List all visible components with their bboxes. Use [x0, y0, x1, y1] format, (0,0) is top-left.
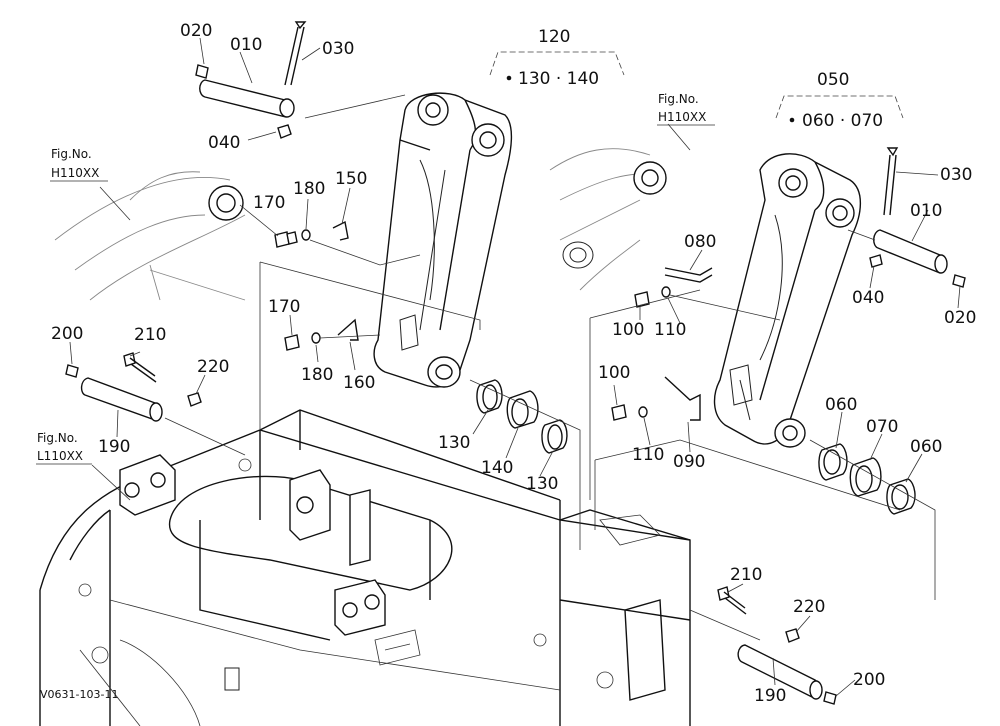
main-frame — [39, 409, 691, 726]
pin-assembly-left-top — [195, 21, 406, 139]
boom-arm-right-reference — [549, 148, 667, 291]
label-010-left: 010 — [230, 35, 262, 55]
part-number-labels: 020 010 030 040 120 130 · 140 170 180 15… — [51, 21, 976, 706]
label-100-top: 100 — [612, 320, 644, 340]
boom-arm-left-reference — [54, 171, 246, 301]
fig-ref-left-mid-line2: L110XX — [37, 449, 83, 463]
label-190-left: 190 — [98, 437, 130, 457]
label-110-bottom: 110 — [632, 445, 664, 465]
pin-assembly-left-bottom — [65, 352, 246, 456]
label-180-top: 180 — [293, 179, 325, 199]
bushings-right — [809, 439, 936, 600]
label-130-lower: 130 — [526, 474, 558, 494]
label-200-left: 200 — [51, 324, 83, 344]
bushings-left — [469, 379, 581, 550]
label-210-left: 210 — [134, 325, 166, 345]
label-060-lower: 060 — [910, 437, 942, 457]
label-080: 080 — [684, 232, 716, 252]
bullet-120 — [506, 75, 512, 81]
label-050: 050 — [817, 70, 849, 90]
fig-ref-left-mid-line1: Fig.No. — [37, 431, 78, 445]
label-050-components: 060 · 070 — [802, 111, 883, 131]
label-100-bottom: 100 — [598, 363, 630, 383]
label-110-top: 110 — [654, 320, 686, 340]
fig-ref-left-top-line2: H110XX — [51, 166, 99, 180]
label-090: 090 — [673, 452, 705, 472]
figure-code: V0631-103-11 — [40, 688, 118, 701]
bolt-washer-set-left-top — [274, 220, 421, 266]
label-220-right: 220 — [793, 597, 825, 617]
label-030-right: 030 — [940, 165, 972, 185]
label-120-components: 130 · 140 — [518, 69, 599, 89]
figure-references: Fig.No. H110XX Fig.No. H110XX Fig.No. L1… — [36, 92, 715, 465]
label-120: 120 — [538, 27, 570, 47]
label-140: 140 — [481, 458, 513, 478]
pin-assembly-right-top — [847, 147, 966, 288]
label-040-right: 040 — [852, 288, 884, 308]
label-220-left: 220 — [197, 357, 229, 377]
label-030-left: 030 — [322, 39, 354, 59]
label-170-top: 170 — [253, 193, 285, 213]
lift-link-left — [373, 92, 513, 388]
fig-ref-right-top-line1: Fig.No. — [658, 92, 699, 106]
label-020-right: 020 — [944, 308, 976, 328]
label-190-right: 190 — [754, 686, 786, 706]
fig-ref-right-top-line2: H110XX — [658, 110, 706, 124]
label-150: 150 — [335, 169, 367, 189]
lift-link-right — [713, 153, 861, 448]
bullet-050 — [789, 117, 795, 123]
label-060-upper: 060 — [825, 395, 857, 415]
pin-assembly-right-bottom — [689, 586, 837, 705]
label-160: 160 — [343, 373, 375, 393]
label-070: 070 — [866, 417, 898, 437]
bolt-washer-set-right — [611, 267, 781, 421]
bolt-washer-set-left-bottom — [284, 318, 381, 351]
leader-lines — [69, 37, 961, 697]
label-020-left: 020 — [180, 21, 212, 41]
label-010-right: 010 — [910, 201, 942, 221]
label-200-right: 200 — [853, 670, 885, 690]
fig-ref-left-top-line1: Fig.No. — [51, 147, 92, 161]
label-170-bottom: 170 — [268, 297, 300, 317]
label-180-bottom: 180 — [301, 365, 333, 385]
label-040-left: 040 — [208, 133, 240, 153]
label-130-upper: 130 — [438, 433, 470, 453]
label-210-right: 210 — [730, 565, 762, 585]
